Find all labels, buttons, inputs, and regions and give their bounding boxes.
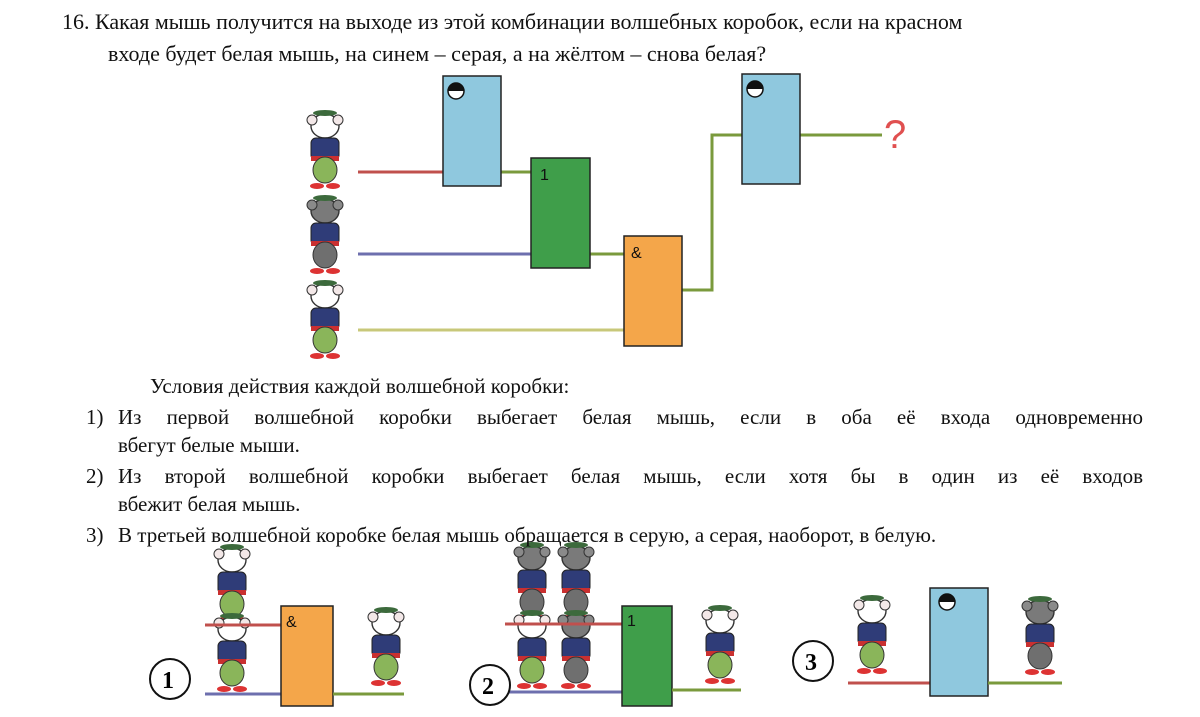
- ex1-mouse-white-out: [367, 606, 405, 687]
- condition-text-3: В третьей волшебной коробке белая мышь о…: [118, 523, 937, 547]
- and-box: [623, 235, 683, 347]
- ex2-gate-label: 1: [627, 613, 636, 630]
- ex1-and-box: [280, 605, 334, 707]
- ex2-mouse-white-out: [701, 604, 739, 685]
- ex3-mouse-gray-out: [1021, 595, 1059, 676]
- or-box-label: 1: [540, 167, 549, 184]
- ex1-mouse-white-top: [213, 543, 251, 624]
- not-symbol-icon: [746, 80, 764, 98]
- condition-text-2a: Из второй волшебной коробки выбегает бел…: [118, 464, 1143, 488]
- condition-text-1a: Из первой волшебной коробки выбегает бел…: [118, 405, 1143, 429]
- conditions-title: Условия действия каждой волшебной коробк…: [150, 374, 570, 398]
- problem-text-1: Какая мышь получится на выходе из этой к…: [95, 9, 963, 34]
- output-question-mark: ?: [884, 113, 906, 157]
- ex2-mouse-gray-1: [513, 541, 551, 622]
- condition-item-1: 1) Из первой волшебной коробки выбегает …: [86, 403, 1146, 459]
- or-box: [530, 157, 591, 269]
- not-symbol-icon: [447, 82, 465, 100]
- ex3-number-circle: [792, 640, 834, 682]
- and-out-wire: [682, 133, 742, 292]
- condition-text-2b: вбежит белая мышь.: [118, 492, 301, 516]
- ex1-number: 1: [162, 668, 174, 694]
- problem-text-2: входе будет белая мышь, на синем – серая…: [108, 41, 767, 66]
- ex2-number-circle: [469, 664, 511, 706]
- condition-number: 1): [86, 405, 104, 429]
- condition-item-3: 3) В третьей волшебной коробке белая мыш…: [86, 521, 1146, 549]
- input-mouse-gray: [306, 194, 344, 275]
- ex1-number-circle: [149, 658, 191, 700]
- ex3-number: 3: [805, 650, 817, 676]
- and-box-label: &: [631, 245, 642, 262]
- not-symbol-icon: [938, 593, 956, 611]
- condition-item-2: 2) Из второй волшебной коробки выбегает …: [86, 462, 1146, 518]
- ex3-mouse-white: [853, 594, 891, 675]
- ex2-mouse-gray-3: [557, 609, 595, 690]
- ex2-or-box: [621, 605, 673, 707]
- ex2-mouse-white-1: [513, 609, 551, 690]
- problem-number: 16.: [62, 9, 90, 34]
- ex2-number: 2: [482, 674, 494, 700]
- condition-number: 3): [86, 523, 104, 547]
- ex1-gate-label: &: [286, 614, 297, 631]
- ex2-mouse-gray-2: [557, 541, 595, 622]
- input-mouse-white-1: [306, 109, 344, 190]
- problem-line-1: 16. Какая мышь получится на выходе из эт…: [62, 8, 962, 36]
- condition-number: 2): [86, 464, 104, 488]
- condition-text-1b: вбегут белые мыши.: [118, 433, 300, 457]
- input-mouse-white-2: [306, 279, 344, 360]
